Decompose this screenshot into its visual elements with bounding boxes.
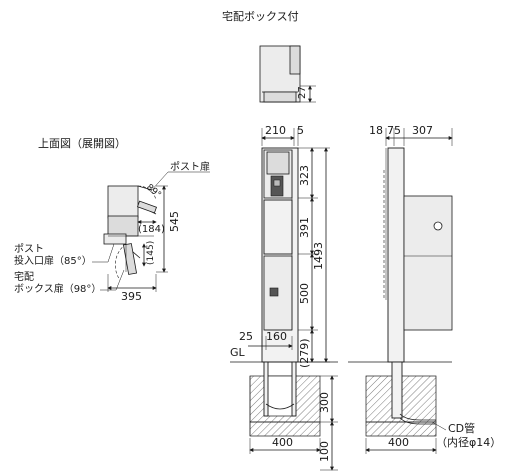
dim-1493: 1493 xyxy=(312,242,325,270)
dim-160: 160 xyxy=(266,330,287,343)
side-foundation-base xyxy=(365,421,437,437)
label-cd-pipe: CD管 xyxy=(448,421,475,435)
label-cd-pipe-size: （内径φ14） xyxy=(436,435,501,449)
dim-210: 210 xyxy=(265,124,286,137)
dim-323: 323 xyxy=(298,165,311,186)
top-view: 545 395 (184) (145) 89° ポスト扉 ポスト 投入口扉（85… xyxy=(14,160,210,303)
top-body-upper xyxy=(107,185,139,219)
top-body-lower xyxy=(107,215,139,237)
front-view: 210 5 323 391 500 (279) 1493 25 160 xyxy=(230,124,338,471)
dim-100: 100 xyxy=(318,441,331,462)
dim-75: 75 xyxy=(387,124,401,137)
dim-279: (279) xyxy=(298,338,311,368)
front-middle-panel xyxy=(263,199,293,255)
angle-89: 89° xyxy=(144,183,163,201)
dim-391: 391 xyxy=(298,217,311,238)
label-post-slot-1: ポスト xyxy=(14,243,44,255)
dim-307: 307 xyxy=(412,124,433,137)
title-top-view: 上面図（展開図） xyxy=(38,137,126,150)
label-gl: GL xyxy=(230,346,246,359)
front-post-slot xyxy=(266,151,290,175)
detail-door xyxy=(289,45,301,75)
front-foundation-base xyxy=(249,421,321,437)
dim-18: 18 xyxy=(369,124,383,137)
dim-400-front: 400 xyxy=(272,436,293,449)
label-post-door: ポスト扉 xyxy=(170,160,210,173)
dim-400-side: 400 xyxy=(388,436,409,449)
dim-25: 25 xyxy=(239,330,253,343)
title-delivery-box: 宅配ボックス付 xyxy=(222,9,299,23)
dim-545: 545 xyxy=(168,211,181,232)
top-slot xyxy=(103,233,127,245)
side-knob xyxy=(433,221,443,231)
dim-300: 300 xyxy=(318,392,331,413)
dim-500: 500 xyxy=(298,283,311,304)
dim-5: 5 xyxy=(297,124,304,137)
detail-base xyxy=(263,91,297,103)
label-post-slot-2: 投入口扉（85°） xyxy=(14,254,92,267)
delivery-box-detail: 27 xyxy=(259,45,316,103)
front-delivery-handle xyxy=(269,287,279,297)
dim-184: (184) xyxy=(138,224,165,235)
side-box xyxy=(403,195,453,331)
side-column xyxy=(387,147,405,363)
dim-27: 27 xyxy=(297,86,308,99)
dim-145: (145) xyxy=(146,241,156,265)
dim-395: 395 xyxy=(121,290,142,303)
side-view: 18 75 307 400 CD管 （内径φ14） xyxy=(348,124,501,454)
label-delivery-door-1: 宅配 xyxy=(14,270,34,283)
label-delivery-door-2: ボックス扉（98°） xyxy=(14,282,101,295)
